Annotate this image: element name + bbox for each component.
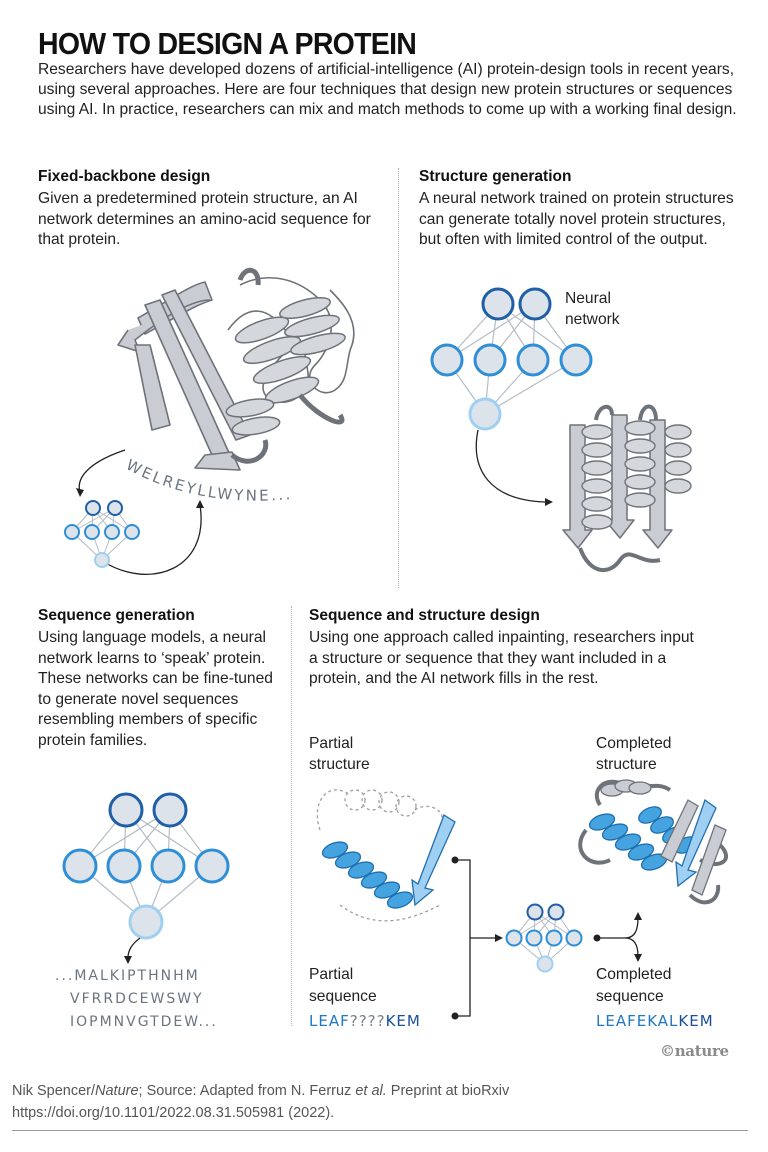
completed-strand-2	[660, 799, 699, 863]
partial-strand-blue	[411, 814, 456, 907]
completed-seq-end: KEM	[678, 1012, 714, 1030]
vertical-divider-top	[398, 168, 399, 588]
seq-struct-heading: Sequence and structure design	[309, 607, 540, 624]
generated-loop-bottom	[578, 547, 661, 573]
arrow-structure-to-network	[78, 449, 126, 493]
completed-seq-filled: EKAL	[636, 1012, 679, 1030]
credit-etal: et al.	[355, 1083, 387, 1099]
generated-sequence-line-3: IOPMNVGTDEW...	[70, 1014, 218, 1030]
completed-seq-start: LEAF	[596, 1012, 637, 1030]
intro-text: Researchers have developed dozens of art…	[38, 61, 737, 118]
bottom-rule	[12, 1130, 748, 1131]
neural-network-label-2: network	[565, 311, 620, 328]
nature-logo: ©nature	[660, 1042, 729, 1060]
structure-generation-body: A neural network trained on protein stru…	[419, 190, 734, 248]
loop-1	[237, 268, 261, 286]
completed-structure-label-1: Completed	[596, 735, 672, 752]
completed-sequence-label-1: Completed	[596, 966, 672, 983]
partial-structure-dotted	[316, 789, 444, 922]
credit-source-prefix: ; Source: Adapted from N. Ferruz	[138, 1083, 356, 1099]
completed-strand-1	[675, 798, 717, 888]
generated-sequence-line-1: ...MALKIPTHNHM	[55, 968, 200, 984]
completed-sequence-value: LEAFEKALKEM	[596, 1012, 714, 1030]
helix-coils	[225, 297, 346, 436]
completed-sequence-label-2: sequence	[596, 988, 664, 1005]
partial-structure-label-1: Partial	[309, 735, 354, 752]
fixed-backbone-body: Given a predetermined protein structure,…	[38, 190, 371, 248]
credit-source-suffix: Preprint at bioRxiv	[386, 1083, 510, 1099]
credit-publication: Nature	[95, 1083, 139, 1099]
sequence-generation-heading: Sequence generation	[38, 607, 195, 624]
credit-doi-link[interactable]: https://doi.org/10.1101/2022.08.31.50598…	[12, 1105, 335, 1121]
partial-sequence-value: LEAF????KEM	[309, 1012, 421, 1030]
generated-protein-helices	[581, 420, 692, 530]
neural-network-3-nodes	[62, 792, 230, 940]
page-title: HOW TO DESIGN A PROTEIN	[38, 26, 417, 61]
completed-structure-label-2: structure	[596, 756, 657, 773]
small-network-nodes-4	[505, 903, 583, 973]
structure-generation-heading: Structure generation	[419, 168, 572, 185]
credit-line: Nik Spencer/Nature; Source: Adapted from…	[12, 1080, 509, 1124]
completed-strand-3	[691, 824, 727, 896]
completed-helix-blue	[588, 806, 698, 871]
split-arrows	[597, 917, 639, 957]
arrow-network-to-structure	[475, 429, 546, 503]
small-network-nodes-1	[64, 500, 140, 568]
fixed-backbone-heading: Fixed-backbone design	[38, 168, 211, 185]
partial-seq-unknown: ????	[349, 1012, 386, 1030]
credit-author: Nik Spencer/	[12, 1083, 96, 1099]
neural-network-2-nodes	[430, 287, 593, 431]
partial-structure-label-2: structure	[309, 756, 370, 773]
generated-loop-top	[594, 404, 658, 421]
partial-helix-blue	[321, 841, 414, 909]
loop-2	[298, 393, 345, 425]
arrow-network-to-sequence	[103, 504, 202, 575]
neural-network-label-1: Neural	[565, 290, 611, 307]
completed-helix-gray	[600, 779, 652, 797]
partial-sequence-label-1: Partial	[309, 966, 354, 983]
partial-sequence-label-2: sequence	[309, 988, 377, 1005]
bracket-to-network	[455, 859, 497, 1017]
partial-seq-known-start: LEAF	[309, 1012, 350, 1030]
seq-struct-body: Using one approach called inpainting, re…	[309, 629, 694, 687]
generated-sequence-line-2: VFRRDCEWSWY	[70, 991, 204, 1007]
vertical-divider-bottom	[291, 606, 292, 1026]
sequence-generation-body: Using language models, a neural network …	[38, 629, 273, 749]
loop-3	[230, 439, 269, 464]
partial-seq-known-end: KEM	[385, 1012, 421, 1030]
